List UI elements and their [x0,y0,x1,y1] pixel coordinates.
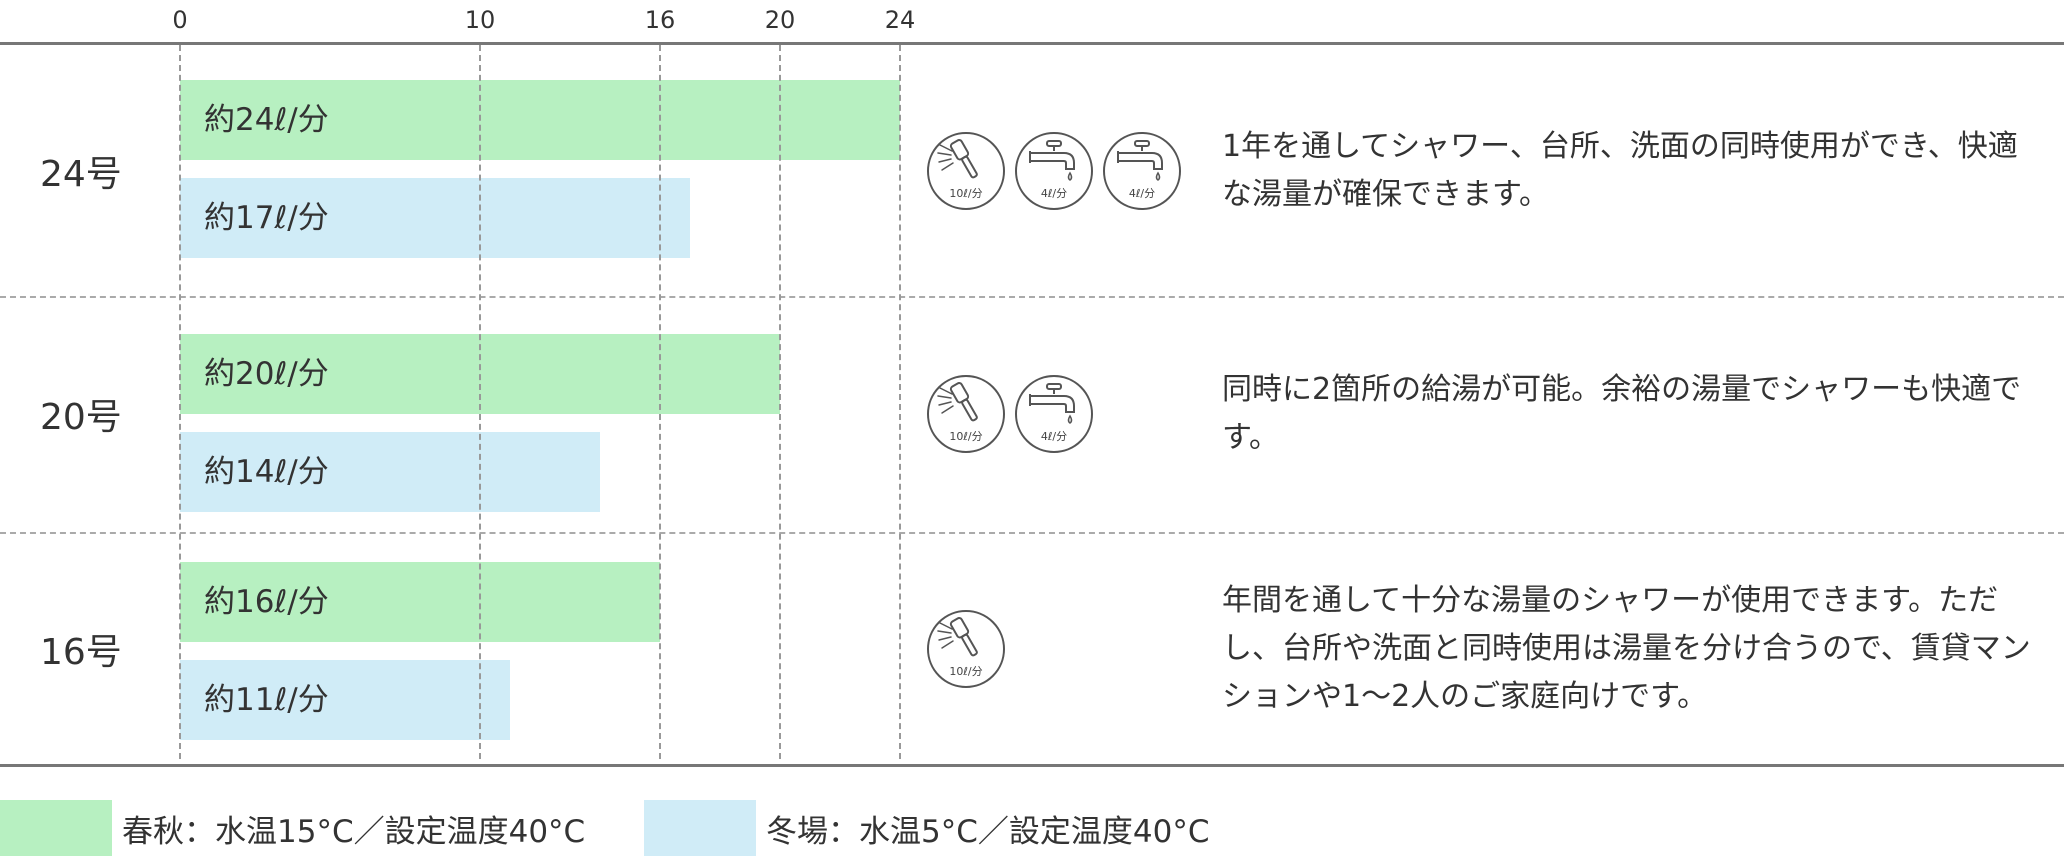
x-tick-label: 24 [884,6,916,34]
bar-value-label: 約14ℓ/分 [204,454,329,490]
bar-value-label: 約11ℓ/分 [204,682,329,718]
svg-text:4ℓ/分: 4ℓ/分 [1041,430,1067,443]
row-label: 16号 [40,632,122,673]
bar-winter [180,432,600,512]
top-axis-line [0,42,2064,45]
bar-spring-autumn [180,562,660,642]
svg-text:4ℓ/分: 4ℓ/分 [1129,187,1155,200]
row-divider [0,532,2064,534]
x-tick-label: 10 [464,6,496,34]
legend-label: 冬場：水温5°C／設定温度40°C [766,814,1210,850]
bar-value-label: 約16ℓ/分 [204,584,329,620]
svg-text:4ℓ/分: 4ℓ/分 [1041,187,1067,200]
bottom-axis-line [0,764,2064,767]
row-divider [0,296,2064,298]
faucet-icon: 4ℓ/分 [1102,131,1182,211]
legend-swatch [0,800,112,856]
shower-icon: 10ℓ/分 [926,609,1006,689]
svg-text:10ℓ/分: 10ℓ/分 [949,430,982,443]
gridline [179,45,181,759]
bar-value-label: 約20ℓ/分 [204,356,329,392]
bar-winter [180,178,690,258]
legend-swatch [644,800,756,856]
shower-icon: 10ℓ/分 [926,374,1006,454]
bar-value-label: 約17ℓ/分 [204,200,329,236]
row-label: 24号 [40,153,122,195]
svg-text:10ℓ/分: 10ℓ/分 [949,187,982,200]
gridline [659,45,661,759]
row-description: 年間を通して十分な湯量のシャワーが使用できます。ただし、台所や洗面と同時使用は湯… [1222,583,2031,714]
row-description: 同時に2箇所の給湯が可能。余裕の湯量でシャワーも快適です。 [1222,372,2022,455]
gridline [899,45,901,759]
bar-value-label: 約24ℓ/分 [204,102,329,138]
x-tick-label: 0 [172,6,188,34]
x-tick-label: 16 [644,6,676,34]
shower-icon: 10ℓ/分 [926,131,1006,211]
gridline [779,45,781,759]
legend-label: 春秋：水温15°C／設定温度40°C [122,814,586,850]
row-label: 20号 [40,397,122,438]
row-description: 1年を通してシャワー、台所、洗面の同時使用ができ、快適な湯量が確保できます。 [1222,128,2018,212]
gridline [479,45,481,759]
faucet-icon: 4ℓ/分 [1014,374,1094,454]
bar-winter [180,660,510,740]
svg-text:10ℓ/分: 10ℓ/分 [949,665,982,678]
x-tick-label: 20 [764,6,796,34]
faucet-icon: 4ℓ/分 [1014,131,1094,211]
